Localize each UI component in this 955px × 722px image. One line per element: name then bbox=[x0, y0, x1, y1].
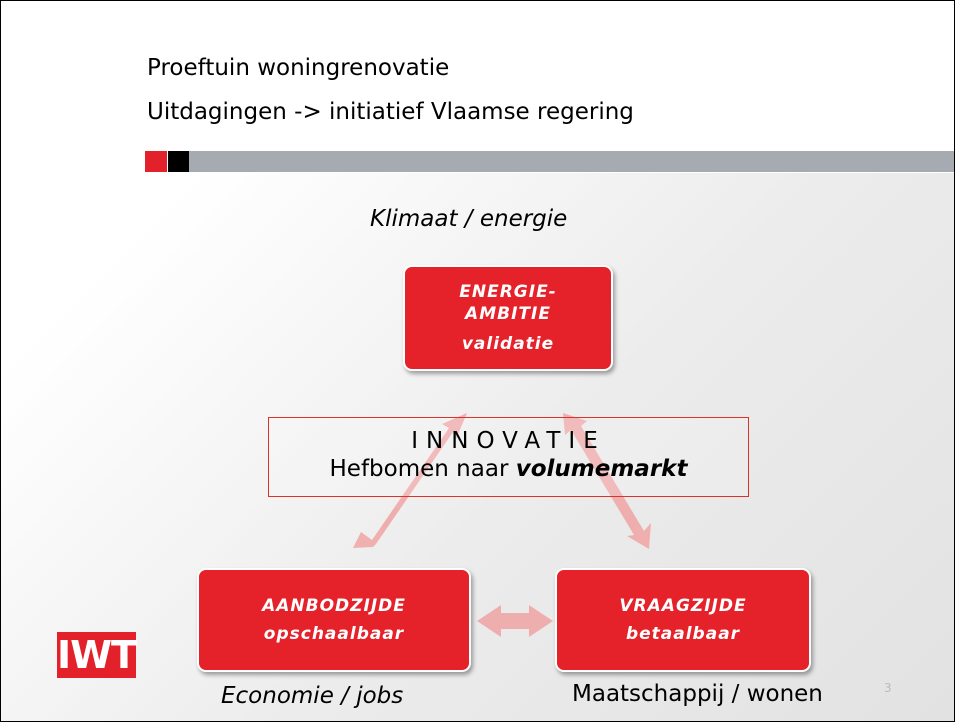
innovation-text: Hefbomen naar volumemarkt bbox=[269, 456, 748, 482]
innovation-text-plain: Hefbomen naar bbox=[329, 456, 516, 482]
economy-jobs-label: Economie / jobs bbox=[221, 683, 404, 709]
innovation-box: INNOVATIE Hefbomen naar volumemarkt bbox=[268, 417, 749, 497]
iwt-logo: IWT bbox=[57, 632, 137, 678]
horizontal-double-arrow bbox=[477, 605, 553, 637]
supply-side-box: AANBODZIJDE opschaalbaar bbox=[197, 568, 471, 672]
slide-subtitle: Uitdagingen -> initiatief Vlaamse regeri… bbox=[147, 99, 634, 125]
demand-box-line2: betaalbaar bbox=[625, 624, 741, 644]
climate-energy-label: Klimaat / energie bbox=[370, 206, 568, 232]
demand-box-line1: VRAAGZIJDE bbox=[619, 596, 747, 616]
energy-ambition-box: ENERGIE- AMBITIE validatie bbox=[403, 265, 613, 371]
innovation-text-bold: volumemarkt bbox=[515, 456, 688, 482]
slide-title: Proeftuin woningrenovatie bbox=[147, 55, 450, 81]
society-living-label: Maatschappij / wonen bbox=[572, 681, 823, 707]
title-area: Proeftuin woningrenovatie Uitdagingen ->… bbox=[1, 1, 954, 173]
energy-box-line2: AMBITIE bbox=[465, 304, 551, 324]
page-number: 3 bbox=[884, 681, 892, 695]
innovation-heading: INNOVATIE bbox=[411, 428, 606, 454]
supply-box-line2: opschaalbaar bbox=[263, 624, 405, 644]
energy-box-line1: ENERGIE- bbox=[459, 282, 557, 302]
title-bar-gray bbox=[189, 151, 954, 172]
supply-box-line1: AANBODZIJDE bbox=[262, 596, 406, 616]
demand-side-box: VRAAGZIJDE betaalbaar bbox=[555, 568, 811, 672]
energy-box-line3: validatie bbox=[461, 334, 555, 354]
title-bar-black-block bbox=[168, 151, 189, 172]
title-bar-red-block bbox=[145, 151, 167, 172]
